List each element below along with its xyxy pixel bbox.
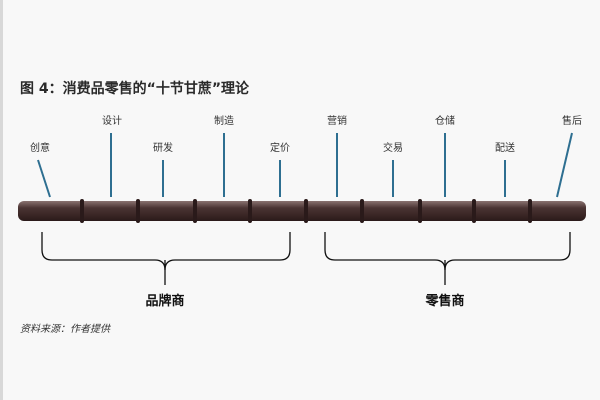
figure-title: 图 4：消费品零售的“十节甘蔗”理论 bbox=[20, 80, 250, 97]
source-note: 资料来源：作者提供 bbox=[20, 323, 112, 335]
stage-label: 营销 bbox=[327, 114, 347, 127]
cane-joint bbox=[528, 199, 532, 223]
stage-pointer bbox=[37, 159, 51, 198]
cane-joint bbox=[360, 199, 364, 223]
stage-pointer bbox=[556, 132, 573, 198]
sugarcane bbox=[18, 199, 586, 223]
retail-brace bbox=[324, 232, 571, 285]
retailer-label: 零售商 bbox=[424, 293, 464, 309]
cane-joint bbox=[304, 199, 308, 223]
stage-label: 设计 bbox=[102, 114, 122, 127]
cane-joint bbox=[418, 199, 422, 223]
cane-joint bbox=[248, 199, 252, 223]
brand-brace bbox=[41, 232, 291, 285]
stage-label: 研发 bbox=[153, 141, 173, 154]
cane-joint bbox=[472, 199, 476, 223]
cane-joint bbox=[80, 199, 84, 223]
stage-label: 交易 bbox=[383, 141, 403, 154]
brand-label: 品牌商 bbox=[145, 293, 184, 309]
stage-label: 创意 bbox=[30, 141, 50, 154]
stage-label: 制造 bbox=[214, 114, 234, 127]
stage-label: 仓储 bbox=[435, 114, 455, 127]
stage-label: 售后 bbox=[562, 114, 582, 127]
stage-label: 定价 bbox=[270, 141, 290, 154]
cane-joint bbox=[193, 199, 197, 223]
stage-label: 配送 bbox=[495, 141, 515, 154]
cane-joint bbox=[136, 199, 140, 223]
